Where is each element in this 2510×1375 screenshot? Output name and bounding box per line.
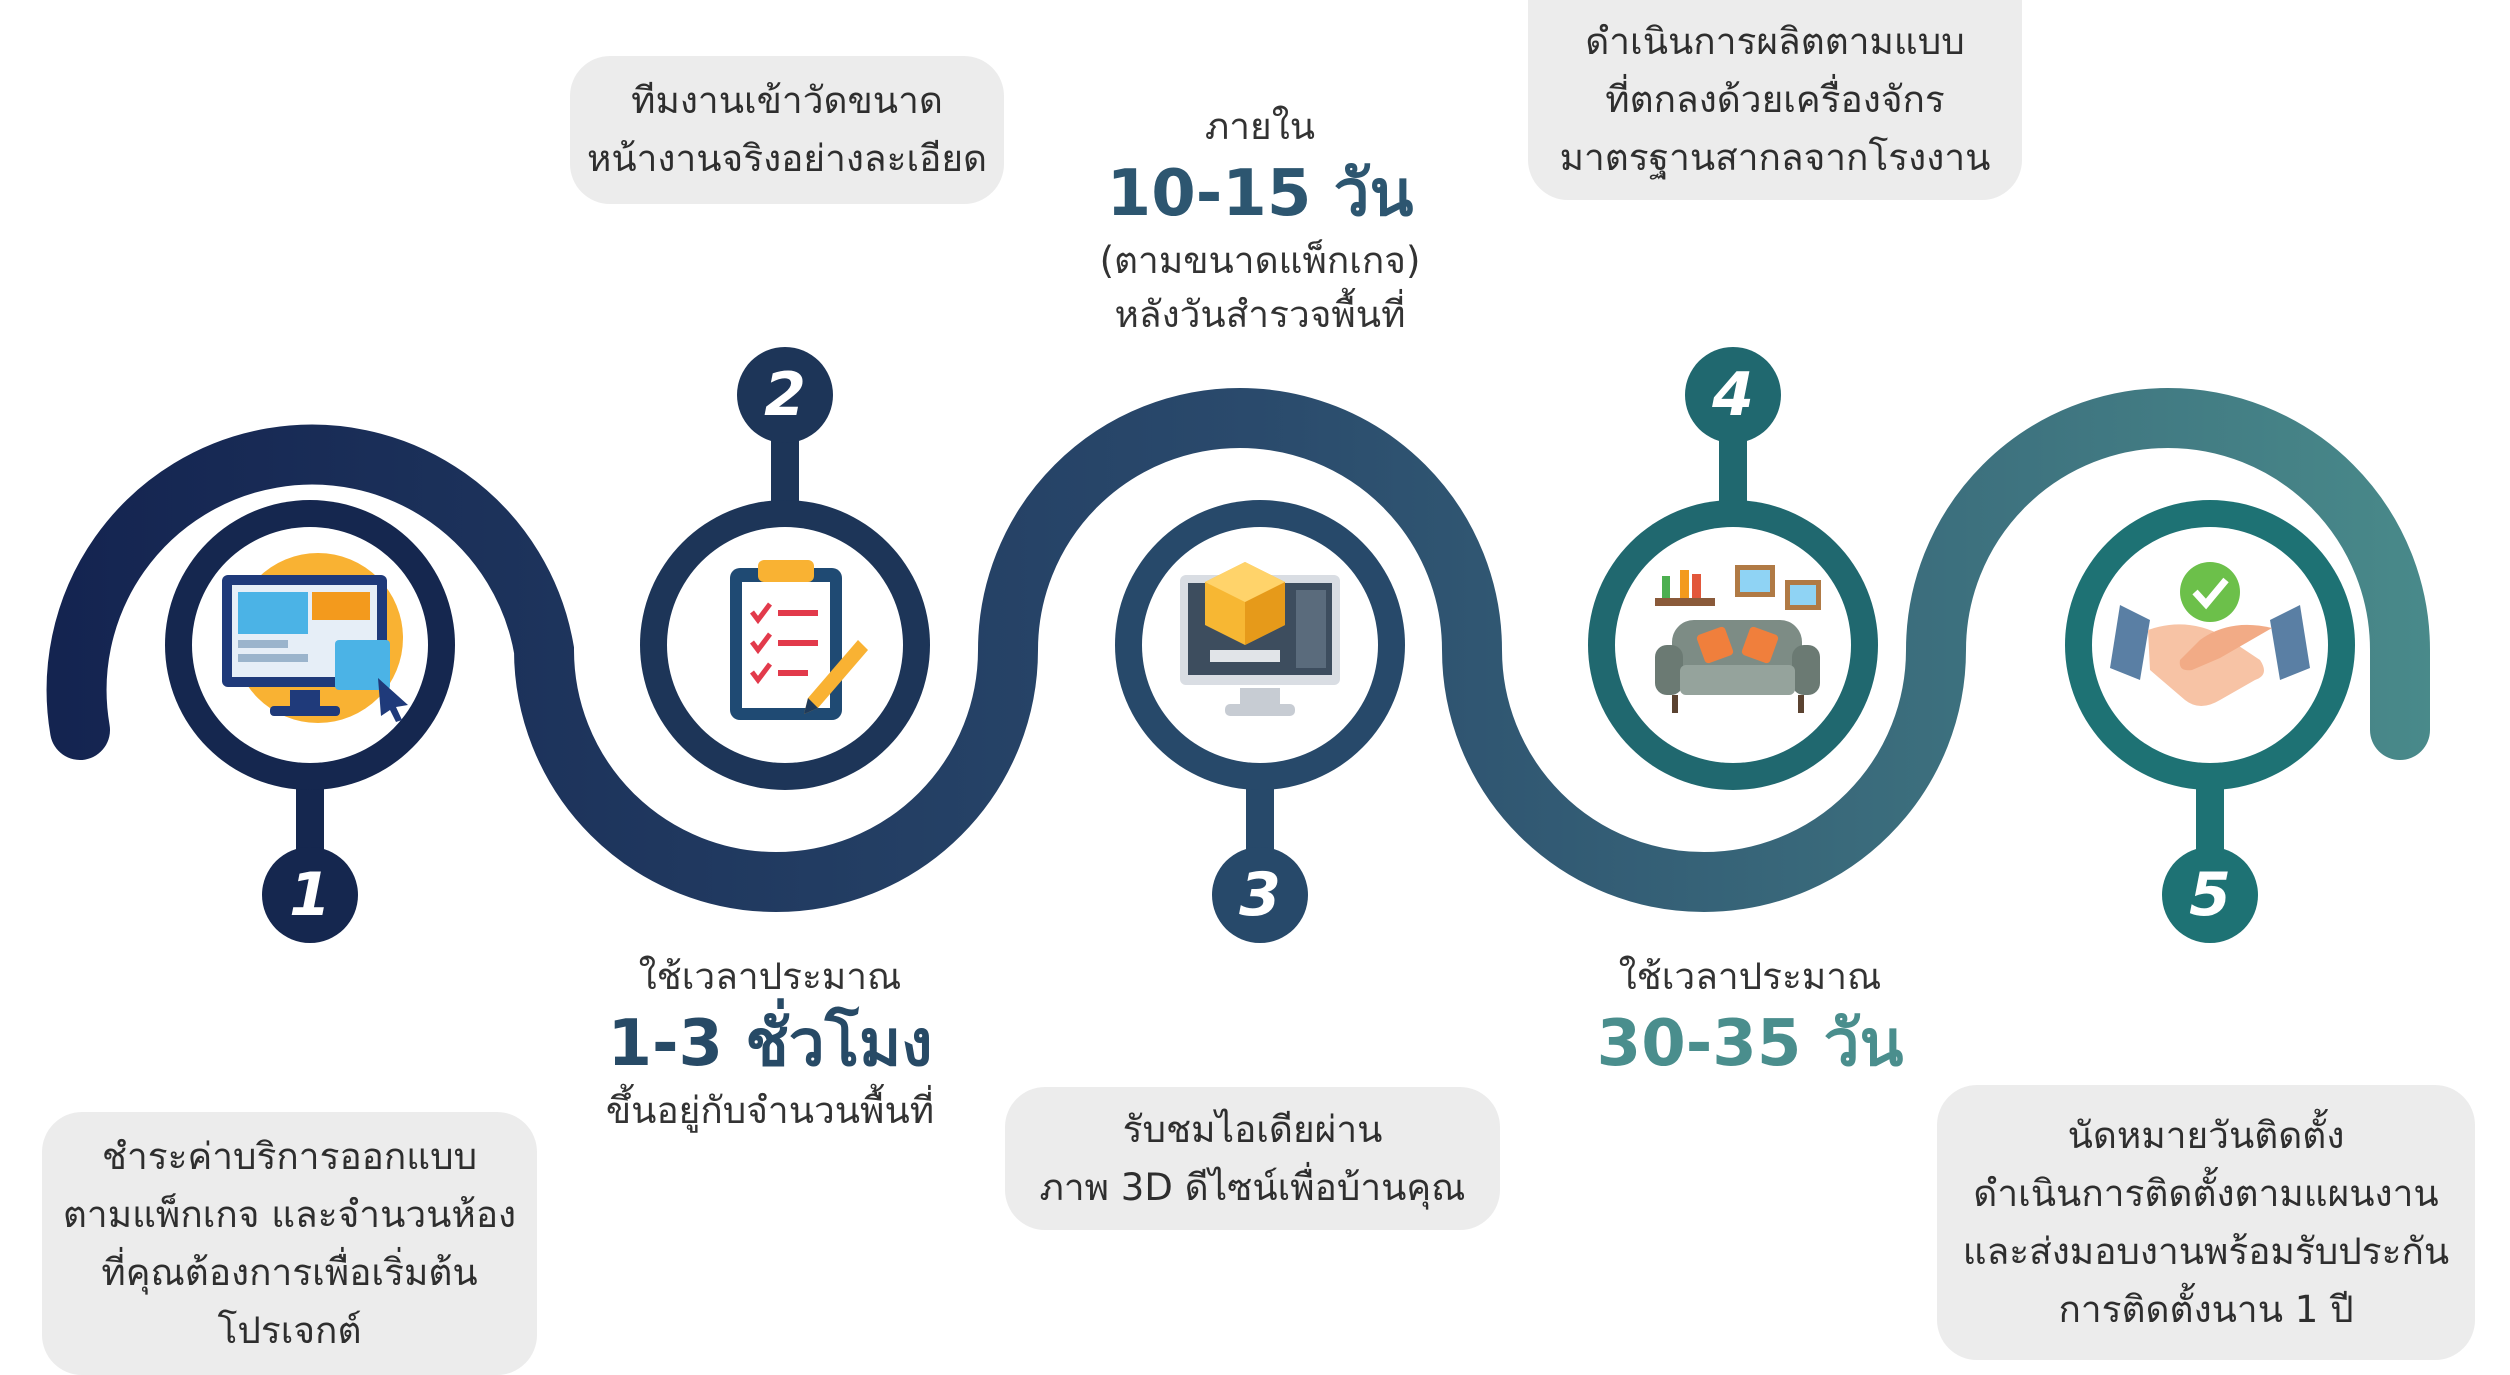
step-5-line-2: ดำเนินการติดตั้งตามแผนงาน: [1973, 1171, 2439, 1215]
step-3-timing-pre: ภายใน: [1204, 105, 1316, 148]
step-4-line-3: มาตรฐานสากลจากโรงงาน: [1559, 136, 1991, 179]
step-1-line-4: โปรเจกต์: [217, 1308, 362, 1352]
step-4-description-box: ดำเนินการผลิตตามแบบ ที่ตกลงด้วยเครื่องจั…: [1528, 0, 2022, 200]
step-2-description-box: ทีมงานเข้าวัดขนาด หน้างานจริงอย่างละเอีย…: [570, 56, 1004, 204]
step-3-timing-post-1: (ตามขนาดแพ็กเกจ): [1099, 239, 1421, 282]
step-number-3: 3: [1239, 860, 1281, 930]
step-2-timing-big: 1-3 ชั่วโมง: [607, 1007, 933, 1081]
step-1-line-3: ที่คุณต้องการเพื่อเริ่มต้น: [101, 1250, 478, 1294]
step-3-timing-big: 10-15 วัน: [1106, 157, 1414, 231]
step-1-line-1: ชำระค่าบริการออกแบบ: [101, 1134, 478, 1178]
step-number-2: 2: [764, 360, 806, 430]
step-3-line-1: รับชมไอเดียผ่าน: [1122, 1107, 1383, 1151]
step-3-timing-post-2: หลังวันสำรวจพื้นที่: [1114, 293, 1406, 336]
step-5-line-1: นัดหมายวันติดตั้ง: [2067, 1113, 2345, 1157]
step-4-timing: ใช้เวลาประมาณ 30-35 วัน: [1540, 950, 1960, 1084]
step-4-timing-pre: ใช้เวลาประมาณ: [1618, 955, 1882, 998]
step-number-5: 5: [2189, 860, 2231, 930]
clipboard-checklist-icon: [730, 560, 868, 720]
step-number-1: 1: [289, 860, 331, 930]
step-5-line-4: การติดตั้งนาน 1 ปี: [2058, 1287, 2354, 1331]
handshake-check-icon: [2110, 562, 2310, 706]
step-4-timing-big: 30-35 วัน: [1596, 1007, 1904, 1081]
step-2-timing-pre: ใช้เวลาประมาณ: [638, 955, 902, 998]
step-number-4: 4: [1712, 360, 1754, 430]
step-5-line-3: และส่งมอบงานพร้อมรับประกัน: [1962, 1229, 2450, 1273]
step-2-line-2: หน้างานจริงอย่างละเอียด: [586, 137, 988, 180]
step-2-timing: ใช้เวลาประมาณ 1-3 ชั่วโมง ขึ้นอยู่กับจำน…: [560, 950, 980, 1138]
design-monitor-icon: [222, 553, 408, 723]
step-3-line-2: ภาพ 3D ดีไซน์เพื่อบ้านคุณ: [1039, 1165, 1466, 1209]
3d-design-computer-icon: [1180, 562, 1340, 716]
step-1-line-2: ตามแพ็กเกจ และจำนวนห้อง: [62, 1192, 517, 1236]
step-4-line-1: ดำเนินการผลิตตามแบบ: [1585, 20, 1965, 63]
step-2-timing-post: ขึ้นอยู่กับจำนวนพื้นที่: [605, 1089, 935, 1132]
step-1-description-box: ชำระค่าบริการออกแบบ ตามแพ็กเกจ และจำนวนห…: [42, 1112, 537, 1375]
step-3-description-box: รับชมไอเดียผ่าน ภาพ 3D ดีไซน์เพื่อบ้านคุ…: [1005, 1087, 1500, 1230]
step-4-line-2: ที่ตกลงด้วยเครื่องจักร: [1605, 78, 1945, 121]
sofa-furniture-icon: [1655, 565, 1821, 713]
step-5-description-box: นัดหมายวันติดตั้ง ดำเนินการติดตั้งตามแผน…: [1937, 1085, 2475, 1360]
step-2-line-1: ทีมงานเข้าวัดขนาด: [631, 79, 943, 122]
wave-band: [46, 388, 2430, 912]
step-3-timing: ภายใน 10-15 วัน (ตามขนาดแพ็กเกจ) หลังวัน…: [1050, 100, 1470, 342]
